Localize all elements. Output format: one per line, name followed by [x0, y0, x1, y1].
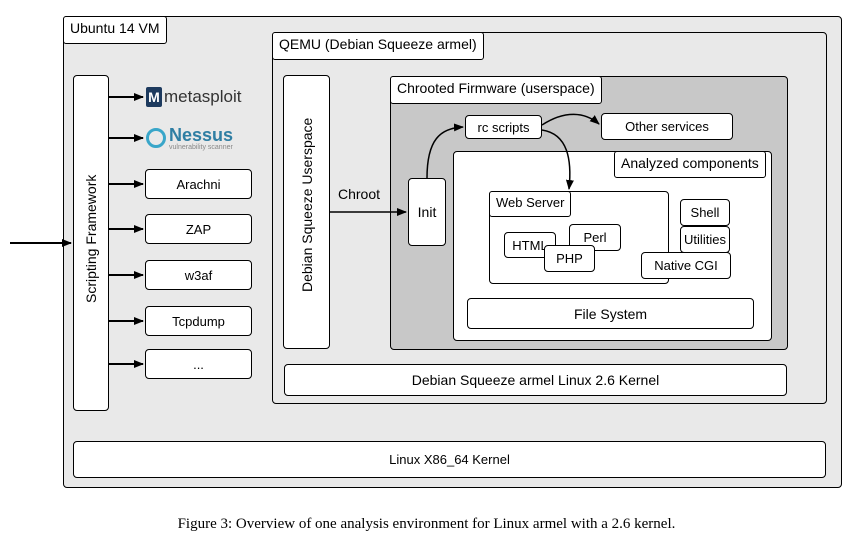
tool-more: ...: [145, 349, 252, 379]
debian-userspace-box: [283, 75, 330, 349]
shell-box: Shell: [680, 199, 730, 226]
other-services-box: Other services: [601, 113, 733, 140]
host-kernel-box: Linux X86_64 Kernel: [73, 441, 826, 478]
nessus-logo: Nessus vulnerability scanner: [146, 124, 233, 152]
tool-zap: ZAP: [145, 214, 252, 244]
tool-w3af: w3af: [145, 260, 252, 290]
analyzed-title: Analyzed components: [614, 151, 766, 178]
metasploit-icon: M: [146, 87, 162, 107]
firmware-title: Chrooted Firmware (userspace): [390, 76, 602, 104]
metasploit-text: metasploit: [164, 87, 242, 106]
nessus-subtext: vulnerability scanner: [169, 143, 233, 151]
native-cgi-box: Native CGI: [641, 252, 731, 279]
arrow-rc-web: [541, 129, 574, 190]
php-box: PHP: [544, 245, 595, 272]
arrow-rc-other: [541, 113, 600, 126]
nessus-text: Nessus: [169, 124, 234, 145]
web-server-title: Web Server: [489, 191, 572, 217]
tool-arachni: Arachni: [145, 169, 252, 199]
arrow-init-rc: [426, 123, 464, 179]
file-system-box: File System: [467, 298, 754, 329]
tool-tcpdump: Tcpdump: [145, 306, 252, 336]
nessus-icon: [146, 128, 166, 148]
qemu-kernel-box: Debian Squeeze armel Linux 2.6 Kernel: [284, 364, 787, 396]
ubuntu-vm-title: Ubuntu 14 VM: [63, 16, 167, 44]
chroot-label: Chroot: [338, 186, 381, 202]
metasploit-logo: M metasploit: [146, 84, 241, 110]
init-box: Init: [408, 178, 446, 246]
figure-caption: Figure 3: Overview of one analysis envir…: [177, 516, 676, 532]
scripting-framework-box: [73, 75, 109, 411]
qemu-title: QEMU (Debian Squeeze armel): [272, 32, 484, 60]
rc-scripts-box: rc scripts: [465, 115, 542, 139]
